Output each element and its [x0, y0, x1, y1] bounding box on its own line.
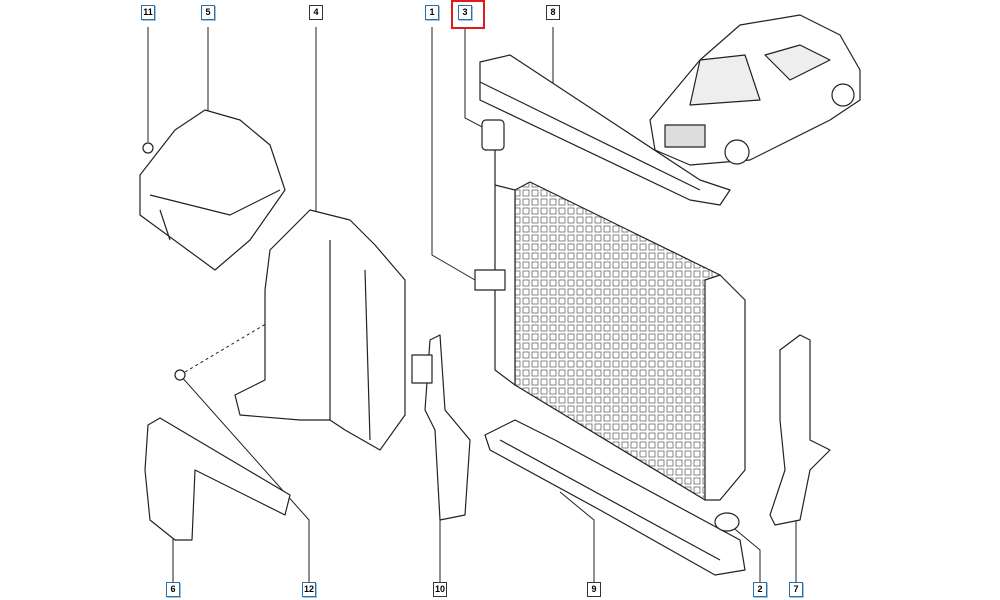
- part-5-air-guide[interactable]: [139, 109, 286, 271]
- callout-11[interactable]: 11: [141, 5, 155, 20]
- callout-4[interactable]: 4: [309, 5, 323, 20]
- callout-3[interactable]: 3: [458, 5, 472, 20]
- part-radiator[interactable]: [474, 181, 746, 501]
- part-9-lower-crossmember[interactable]: [484, 419, 746, 576]
- callout-1[interactable]: 1: [425, 5, 439, 20]
- vehicle-thumbnail[interactable]: [649, 14, 861, 166]
- part-3-mount-highlighted[interactable]: [481, 119, 505, 185]
- callout-5[interactable]: 5: [201, 5, 215, 20]
- callout-12[interactable]: 12: [302, 582, 316, 597]
- callout-2[interactable]: 2: [753, 582, 767, 597]
- part-7-side-seal[interactable]: [769, 334, 831, 526]
- callout-7[interactable]: 7: [789, 582, 803, 597]
- callout-8[interactable]: 8: [546, 5, 560, 20]
- part-2-lower-mount[interactable]: [714, 512, 740, 532]
- callout-10[interactable]: 10: [433, 582, 447, 597]
- part-6-side-seal[interactable]: [144, 417, 291, 541]
- part-11-bolt[interactable]: [142, 142, 154, 154]
- callout-9[interactable]: 9: [587, 582, 601, 597]
- part-4-deflector[interactable]: [234, 209, 406, 451]
- callout-6[interactable]: 6: [166, 582, 180, 597]
- part-1-bracket: [474, 269, 506, 291]
- highlight-box-part-3: [451, 0, 485, 29]
- part-10-side-seal[interactable]: [411, 334, 471, 521]
- part-12-clip[interactable]: [174, 369, 186, 381]
- part-8-upper-crossmember[interactable]: [479, 54, 731, 206]
